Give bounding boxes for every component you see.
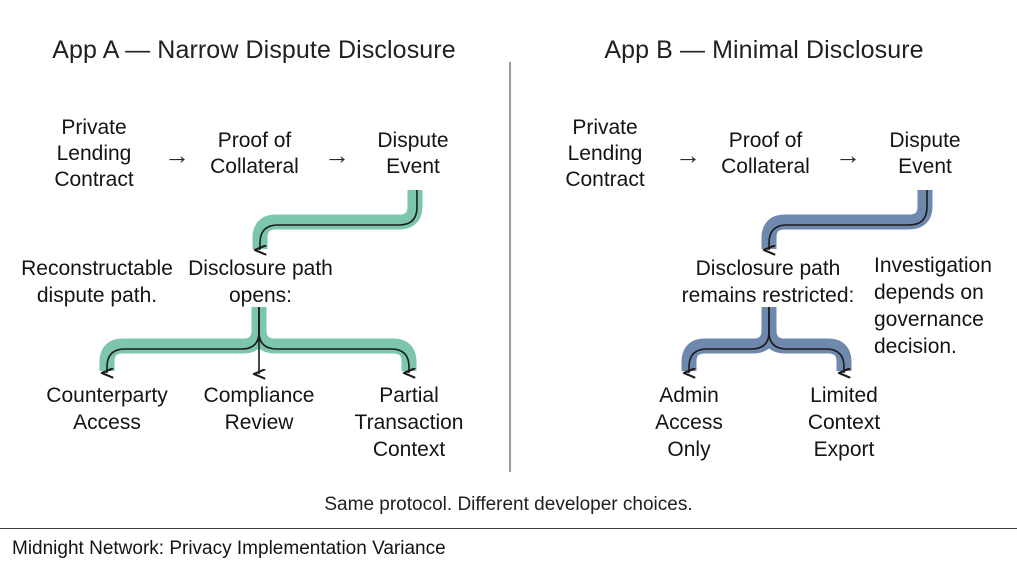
- panel-a-outcome-compliance-review: Compliance Review: [186, 382, 332, 436]
- panel-b-split-arrows: [681, 307, 852, 373]
- panel-a-split-arrows: [99, 307, 417, 374]
- outcome-line: Counterparty: [46, 384, 168, 407]
- node-line: Collateral: [721, 155, 810, 178]
- panel-b-connector-arrow-1: →: [675, 140, 701, 170]
- outcome-line: Export: [813, 438, 875, 461]
- panel-a-outcome-counterparty-access: Counterparty Access: [24, 382, 190, 436]
- panel-a-connector-arrow-2: →: [324, 140, 350, 170]
- outcome-line: Review: [224, 411, 294, 434]
- node-line: Private: [61, 116, 127, 139]
- outcome-line: Limited: [810, 384, 878, 407]
- note-line: depends on: [874, 281, 984, 304]
- outcome-line: Context: [372, 438, 446, 461]
- node-line: Event: [898, 155, 952, 178]
- node-line: Event: [386, 155, 440, 178]
- outcome-line: Transaction: [354, 411, 464, 434]
- panel-b-connector-arrow-2: →: [835, 140, 861, 170]
- node-line: Proof of: [728, 129, 803, 152]
- outcome-line: Only: [667, 438, 711, 461]
- note-line: Investigation: [874, 254, 992, 277]
- panel-divider: [509, 62, 511, 472]
- node-line: Lending: [56, 142, 132, 165]
- panel-a-connector-arrow-1: →: [164, 140, 190, 170]
- caption-title: Midnight Network: Privacy Implementation…: [12, 538, 446, 559]
- outcome-line: Access: [655, 411, 723, 434]
- node-line: Dispute: [889, 129, 961, 152]
- node-line: Contract: [565, 168, 645, 191]
- outcome-line: Context: [807, 411, 881, 434]
- node-line: Contract: [54, 168, 134, 191]
- tagline: Same protocol. Different developer choic…: [324, 494, 693, 515]
- panel-a-title: App A — Narrow Dispute Disclosure: [52, 36, 456, 64]
- note-line: opens:: [228, 284, 293, 307]
- panel-b-note-investigation-governance: Investigation depends on governance deci…: [874, 252, 1014, 360]
- node-line: Proof of: [217, 129, 292, 152]
- panel-a-node-proof-of-collateral: Proof of Collateral: [192, 128, 317, 180]
- panel-b-event-to-disclosure-arrow: [761, 190, 933, 250]
- node-line: Private: [572, 116, 638, 139]
- outcome-line: Admin: [659, 384, 719, 407]
- outcome-line: Access: [73, 411, 141, 434]
- node-line: Dispute: [377, 129, 449, 152]
- panel-a-node-dispute-event: Dispute Event: [352, 128, 474, 180]
- note-line: Reconstructable: [21, 257, 173, 280]
- outcome-line: Compliance: [203, 384, 315, 407]
- note-line: Disclosure path: [188, 257, 333, 280]
- panel-b-note-disclosure-restricted: Disclosure path remains restricted:: [668, 255, 868, 309]
- panel-a-outcome-partial-transaction-context: Partial Transaction Context: [334, 382, 484, 463]
- note-line: governance: [874, 308, 984, 331]
- panel-a-note-disclosure-path-opens: Disclosure path opens:: [178, 255, 343, 309]
- panel-b-node-dispute-event: Dispute Event: [864, 128, 986, 180]
- panel-a-note-reconstructable: Reconstructable dispute path.: [12, 255, 182, 309]
- panel-b-node-proof-of-collateral: Proof of Collateral: [703, 128, 828, 180]
- node-line: Collateral: [210, 155, 299, 178]
- outcome-line: Partial: [379, 384, 439, 407]
- panel-b-node-private-lending-contract: Private Lending Contract: [535, 115, 675, 193]
- note-line: dispute path.: [36, 284, 158, 307]
- panel-b-title: App B — Minimal Disclosure: [604, 36, 924, 64]
- panel-b-outcome-admin-access-only: Admin Access Only: [617, 382, 761, 463]
- note-line: Disclosure path: [695, 257, 841, 280]
- note-line: remains restricted:: [681, 284, 855, 307]
- note-line: decision.: [874, 335, 957, 358]
- panel-a-event-to-disclosure-arrow: [252, 190, 423, 250]
- node-line: Lending: [567, 142, 643, 165]
- caption-divider: [0, 528, 1017, 529]
- panel-a-node-private-lending-contract: Private Lending Contract: [24, 115, 164, 193]
- panel-b-outcome-limited-context-export: Limited Context Export: [772, 382, 916, 463]
